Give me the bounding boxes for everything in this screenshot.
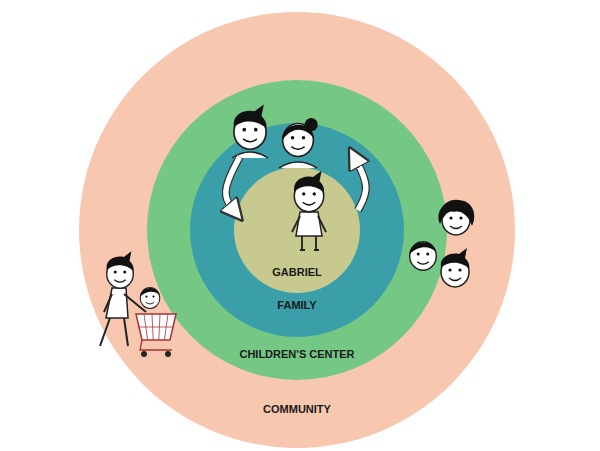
person-face	[438, 200, 474, 235]
person-face	[441, 248, 470, 287]
flow-arrow	[354, 157, 366, 211]
ring-label: GABRIEL	[272, 266, 322, 278]
person-face	[282, 118, 317, 157]
flow-arrow	[226, 157, 240, 213]
person-face	[106, 251, 133, 288]
child-figure	[292, 212, 326, 250]
person-face	[140, 288, 160, 309]
ring-label: COMMUNITY	[263, 403, 331, 415]
person-face	[410, 242, 437, 271]
person-face	[294, 171, 324, 212]
ring-label: CHILDREN'S CENTER	[239, 348, 354, 360]
ring-label: FAMILY	[277, 299, 316, 311]
person-face	[234, 104, 267, 149]
shopper-with-cart	[100, 288, 176, 357]
